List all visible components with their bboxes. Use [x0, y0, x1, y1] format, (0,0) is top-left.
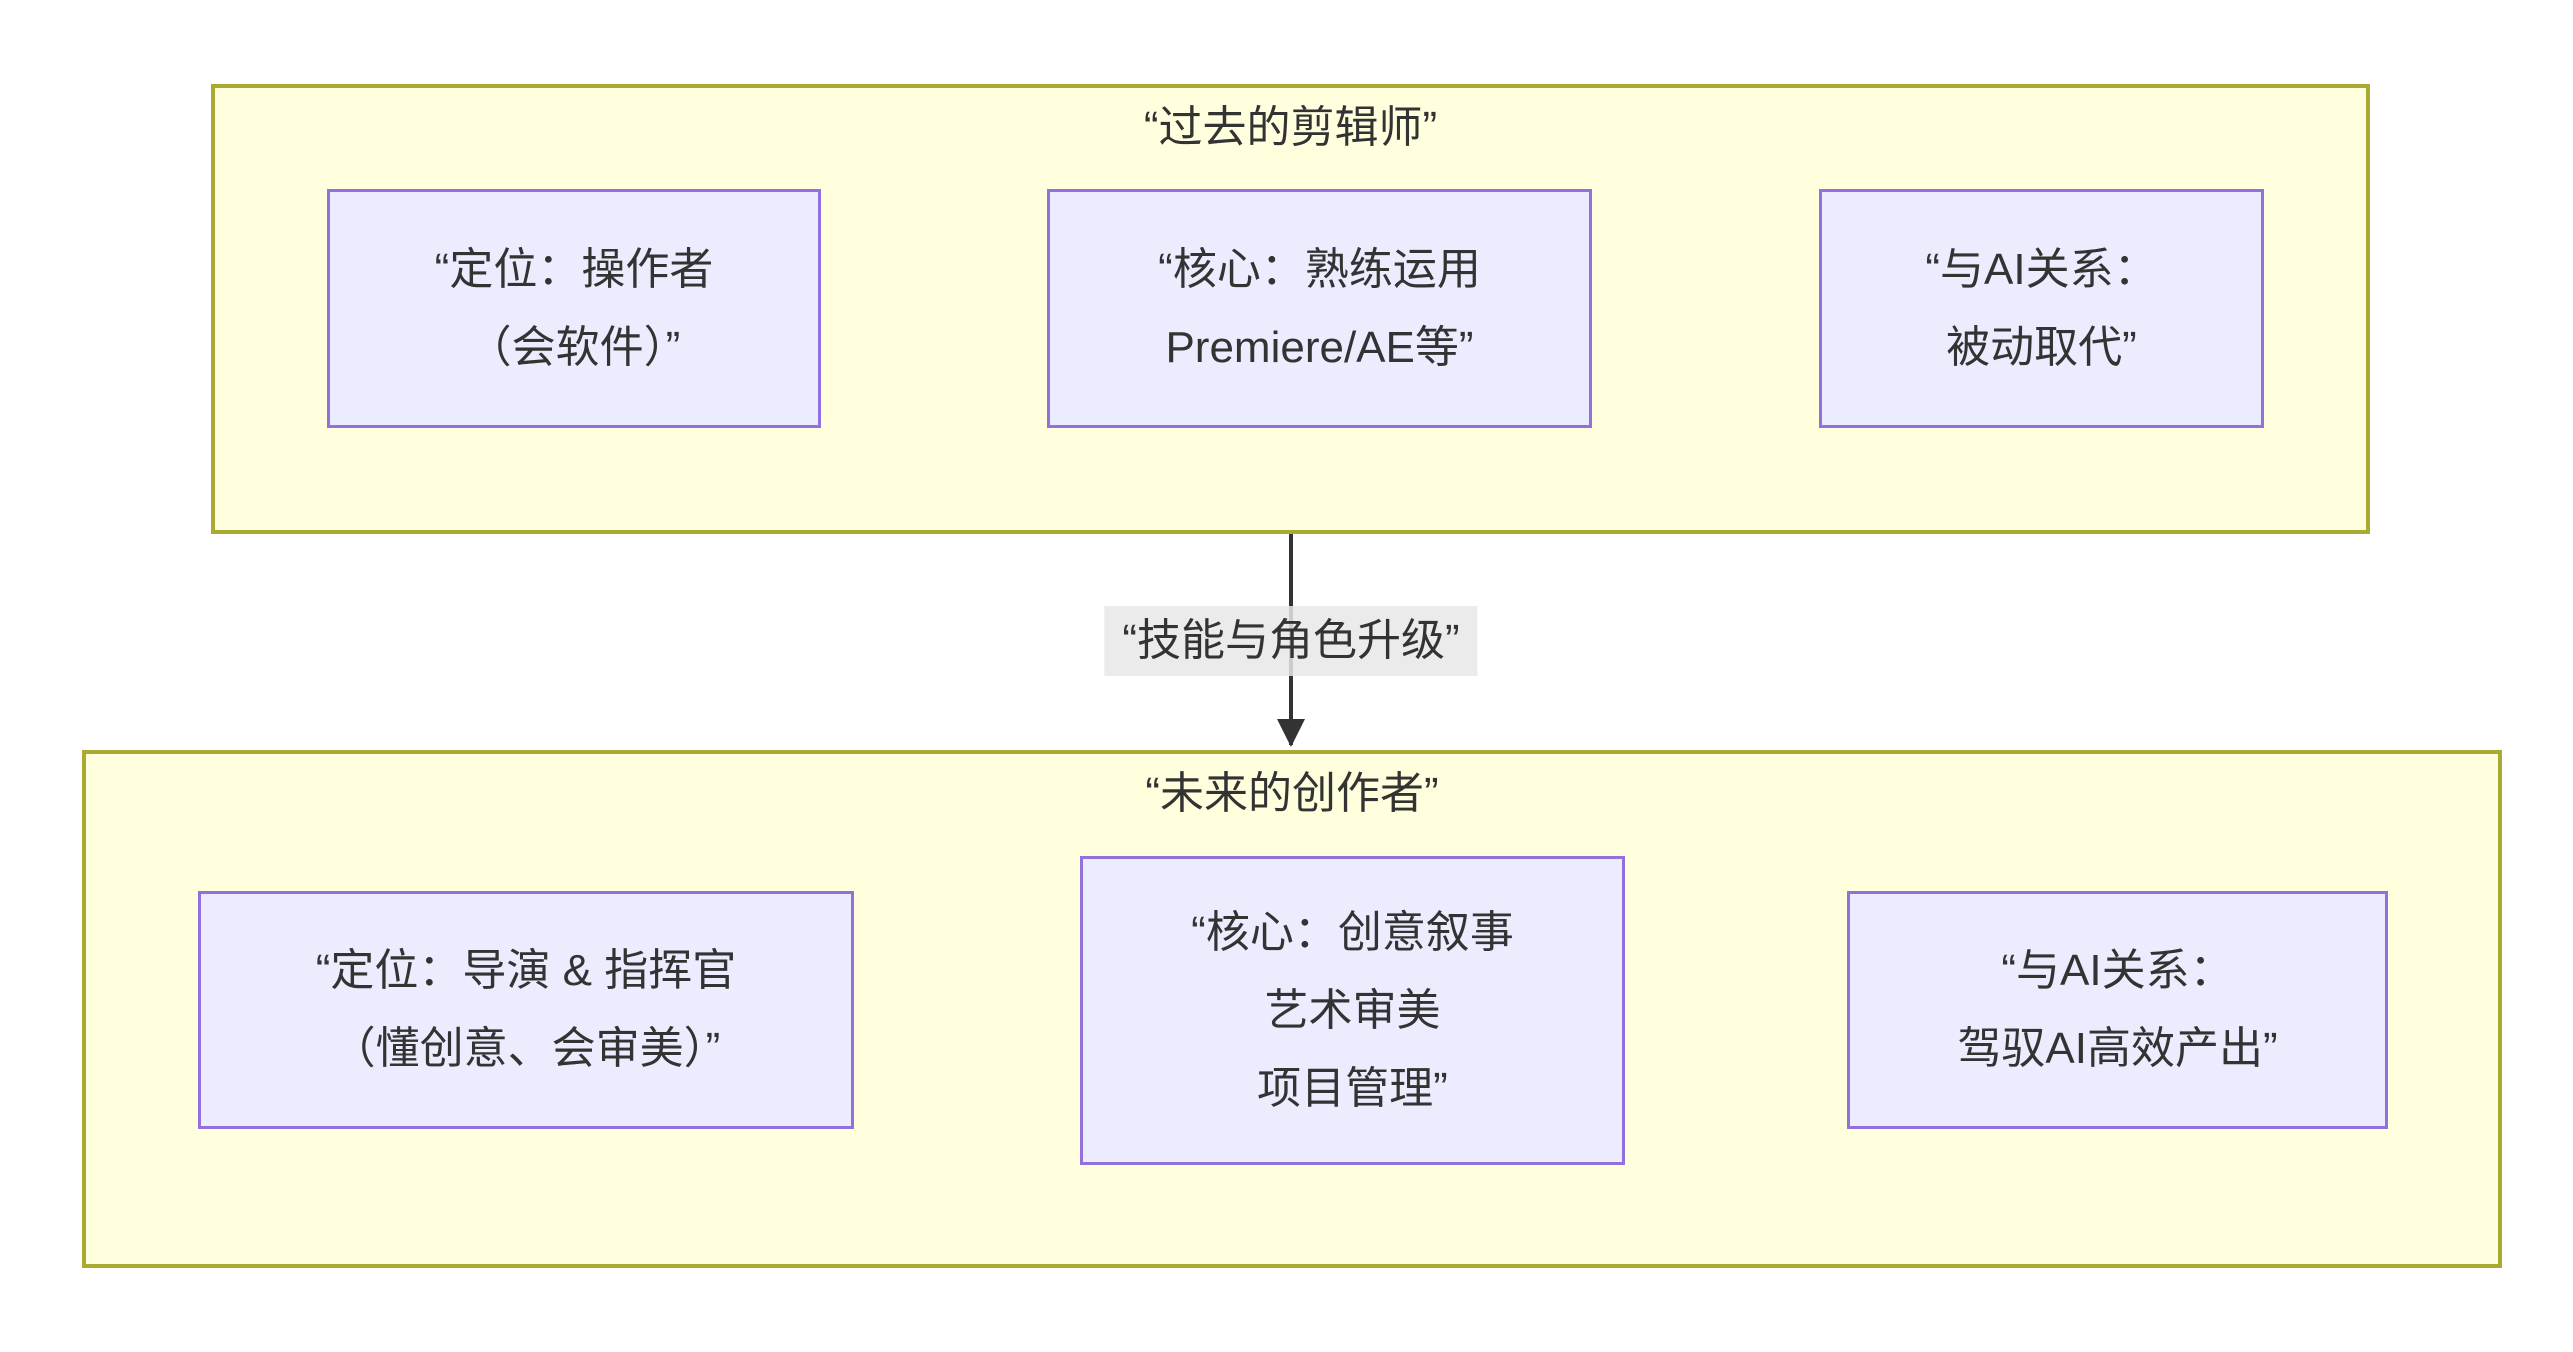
node-text-line: 被动取代” [1946, 322, 2137, 372]
node-text-line: “定位：操作者 [434, 244, 714, 294]
node-past-core-skills: “核心：熟练运用 Premiere/AE等” [1047, 189, 1592, 428]
cluster-future-title: “未来的创作者” [1145, 769, 1439, 818]
node-text-line: （懂创意、会审美）” [331, 1024, 721, 1073]
node-text-line: （会软件）” [467, 322, 681, 372]
node-text-line: “与AI关系： [2001, 946, 2234, 995]
node-text-line: “核心：创意叙事 [1191, 907, 1514, 957]
node-future-ai-relation: “与AI关系： 驾驭AI高效产出” [1847, 891, 2388, 1129]
node-text-line: 艺术审美 [1264, 985, 1441, 1035]
node-future-positioning: “定位：导演 & 指挥官 （懂创意、会审美）” [198, 891, 854, 1129]
node-future-core-skills: “核心：创意叙事 艺术审美 项目管理” [1080, 856, 1625, 1165]
cluster-past-title: “过去的剪辑师” [1143, 103, 1438, 152]
node-past-positioning: “定位：操作者 （会软件）” [327, 189, 821, 428]
node-text-line: “定位：导演 & 指挥官 [315, 946, 737, 995]
node-past-ai-relation: “与AI关系： 被动取代” [1819, 189, 2264, 428]
node-text-line: 项目管理” [1257, 1063, 1448, 1113]
node-text-line: “核心：熟练运用 [1158, 244, 1481, 294]
node-text-line: Premiere/AE等” [1165, 322, 1474, 372]
edge-label-upgrade: “技能与角色升级” [1104, 606, 1478, 676]
node-text-line: 驾驭AI高效产出” [1957, 1024, 2278, 1073]
node-text-line: “与AI关系： [1925, 244, 2158, 294]
